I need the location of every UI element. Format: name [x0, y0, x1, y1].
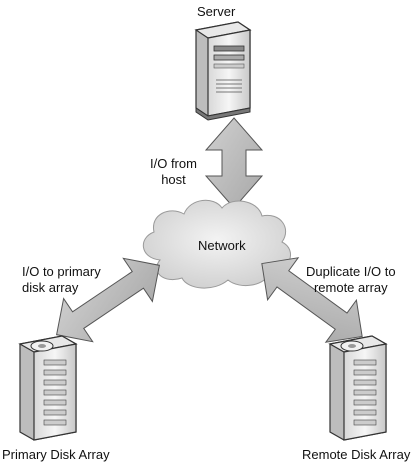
duplicate-io-label: Duplicate I/O to remote array — [306, 264, 396, 296]
duplicate-io-line2: remote array — [313, 280, 388, 295]
network-label: Network — [198, 238, 246, 253]
io-to-primary-line2: disk array — [22, 280, 79, 295]
primary-io-arrow — [56, 257, 160, 343]
io-to-primary-line1: I/O to primary — [22, 264, 101, 279]
io-from-host-line2: host — [161, 172, 186, 187]
disk-array-icon — [18, 335, 78, 441]
duplicate-io-line1: Duplicate I/O to — [306, 264, 396, 279]
primary-disk-array-label: Primary Disk Array — [2, 447, 110, 462]
cloud-icon — [143, 199, 292, 289]
io-to-primary-label: I/O to primary disk array — [22, 264, 101, 296]
io-from-host-line1: I/O from — [150, 156, 197, 171]
disk-array-icon — [328, 335, 388, 441]
host-io-arrow — [204, 117, 264, 209]
duplicate-io-arrow — [261, 257, 363, 343]
io-from-host-label: I/O from host — [150, 156, 197, 188]
remote-disk-array-label: Remote Disk Array — [302, 447, 411, 462]
server-label: Server — [197, 4, 236, 19]
server-tower-icon — [194, 21, 252, 121]
